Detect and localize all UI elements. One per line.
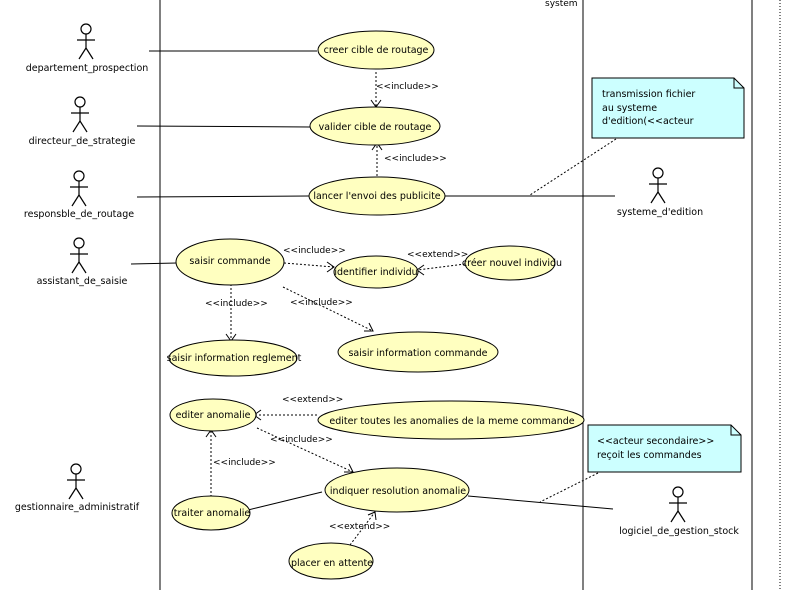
note-line: reçoit les commandes bbox=[597, 450, 702, 461]
extend-placer-to-indiquer bbox=[349, 511, 377, 546]
note-line: au systeme bbox=[602, 103, 657, 114]
use-case-saisir-info-reglement[interactable]: saisir information reglement bbox=[167, 339, 302, 377]
use-case-label: creer cible de routage bbox=[324, 45, 429, 56]
actor-label: gestionnaire_administratif bbox=[15, 502, 140, 513]
use-case-saisir-info-commande[interactable]: saisir information commande bbox=[337, 331, 499, 373]
use-case-label: lancer l'envoi des publicite bbox=[313, 191, 440, 202]
actor-label: directeur_de_strategie bbox=[29, 136, 136, 147]
association-assistant-saisir bbox=[130, 262, 178, 265]
include-saisir-to-info-commande bbox=[282, 286, 374, 332]
use-case-label: editer anomalie bbox=[176, 410, 251, 421]
use-case-traiter-anomalie[interactable]: traiter anomalie bbox=[171, 495, 251, 531]
use-case-label: editer toutes les anomalies de la meme c… bbox=[329, 416, 574, 427]
actor-stick-figure-icon bbox=[71, 96, 89, 133]
actor-assistant-de-saisie[interactable]: assistant_de_saisie bbox=[37, 237, 128, 287]
extend-label: <<extend>> bbox=[407, 250, 468, 260]
include-label: <<include>> bbox=[384, 154, 447, 164]
actor-label: departement_prospection bbox=[26, 63, 149, 74]
use-case-label: saisir commande bbox=[189, 256, 270, 267]
use-case-editer-anomalie[interactable]: editer anomalie bbox=[169, 398, 257, 432]
include-saisir-to-reglement bbox=[225, 284, 237, 342]
actor-responsble-de-routage[interactable]: responsble_de_routage bbox=[24, 170, 134, 220]
actor-stick-figure-icon bbox=[77, 23, 95, 60]
use-case-valider-cible[interactable]: valider cible de routage bbox=[309, 106, 441, 146]
use-case-label: saisir information commande bbox=[348, 348, 487, 359]
note-line: d'edition(<<acteur bbox=[602, 116, 694, 127]
actor-stick-figure-icon bbox=[67, 463, 85, 500]
actor-systeme-d-edition[interactable]: systeme_d'edition bbox=[617, 167, 703, 218]
include-label: <<include>> bbox=[376, 82, 439, 92]
actor-label: logiciel_de_gestion_stock bbox=[619, 526, 739, 537]
actor-label: assistant_de_saisie bbox=[37, 276, 128, 287]
note-logiciel-stock[interactable]: <<acteur secondaire>> reçoit les command… bbox=[587, 424, 742, 473]
extend-label: <<extend>> bbox=[282, 395, 343, 405]
association-indiquer-logiciel bbox=[467, 495, 614, 510]
association-directeur-valider bbox=[136, 125, 311, 128]
use-case-indiquer-resolution[interactable]: indiquer resolution anomalie bbox=[324, 467, 470, 513]
note-line: transmission fichier bbox=[602, 89, 695, 100]
note-anchor-edition bbox=[529, 138, 617, 196]
system-label: system bbox=[545, 0, 578, 9]
use-case-label: traiter anomalie bbox=[174, 508, 251, 519]
include-label: <<include>> bbox=[205, 299, 268, 309]
association-gestionnaire-traiter bbox=[247, 491, 323, 511]
use-case-label: identifier individu bbox=[334, 267, 417, 278]
actor-gestionnaire-administratif[interactable]: gestionnaire_administratif bbox=[15, 463, 140, 513]
actor-stick-figure-icon bbox=[70, 170, 88, 207]
actor-departement-prospection[interactable]: departement_prospection bbox=[26, 23, 149, 74]
actor-stick-figure-icon bbox=[649, 167, 667, 204]
use-case-label: indiquer resolution anomalie bbox=[330, 486, 466, 497]
use-case-label: valider cible de routage bbox=[319, 122, 432, 133]
include-label: <<include>> bbox=[213, 458, 276, 468]
note-systeme-edition[interactable]: transmission fichier au systeme d'editio… bbox=[591, 77, 745, 139]
note-anchor-stock bbox=[539, 472, 599, 503]
actor-label: systeme_d'edition bbox=[617, 207, 703, 218]
actor-stick-figure-icon bbox=[669, 486, 687, 523]
note-line: <<acteur secondaire>> bbox=[597, 436, 714, 447]
extend-creer-nouvel-to-identifier bbox=[416, 263, 466, 276]
use-case-creer-cible[interactable]: creer cible de routage bbox=[317, 30, 435, 70]
use-case-label: créer nouvel individu bbox=[462, 258, 562, 269]
use-case-creer-nouvel-individu[interactable]: créer nouvel individu bbox=[462, 245, 562, 281]
include-label: <<include>> bbox=[270, 435, 333, 445]
use-case-placer-en-attente[interactable]: placer en attente bbox=[288, 542, 374, 580]
include-editer-to-indiquer bbox=[256, 427, 354, 473]
actor-stick-figure-icon bbox=[70, 237, 88, 274]
actor-directeur-de-strategie[interactable]: directeur_de_strategie bbox=[29, 96, 136, 147]
extend-editer-toutes-to-editer bbox=[253, 409, 317, 421]
use-case-saisir-commande[interactable]: saisir commande bbox=[175, 238, 285, 286]
use-case-label: saisir information reglement bbox=[167, 353, 302, 364]
use-case-identifier-individu[interactable]: identifier individu bbox=[333, 255, 419, 289]
include-label: <<include>> bbox=[290, 298, 353, 308]
use-case-label: placer en attente bbox=[291, 558, 373, 569]
include-saisir-to-identifier bbox=[283, 261, 335, 273]
extend-label: <<extend>> bbox=[329, 522, 390, 532]
include-label: <<include>> bbox=[283, 246, 346, 256]
actor-label: responsble_de_routage bbox=[24, 209, 134, 220]
use-case-editer-toutes-anomalies[interactable]: editer toutes les anomalies de la meme c… bbox=[317, 400, 585, 440]
actor-logiciel-de-gestion-stock[interactable]: logiciel_de_gestion_stock bbox=[619, 486, 739, 537]
include-lancer-to-valider bbox=[371, 142, 383, 176]
association-responsable-lancer bbox=[136, 195, 310, 198]
use-case-lancer-envoi[interactable]: lancer l'envoi des publicite bbox=[308, 176, 446, 216]
